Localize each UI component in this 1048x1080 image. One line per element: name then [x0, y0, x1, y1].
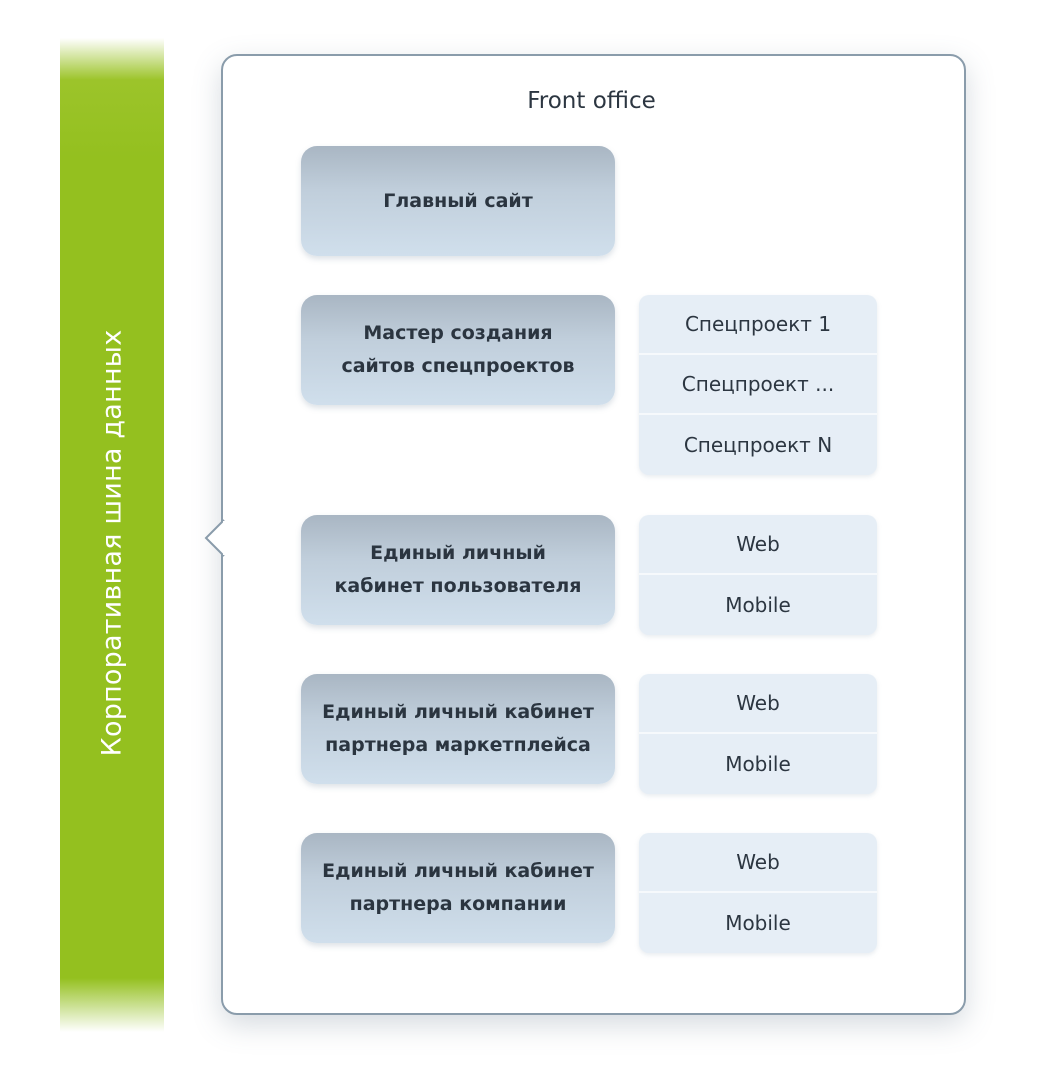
list-item: Web	[639, 674, 877, 734]
company-partner-platforms: Web Mobile	[639, 833, 877, 953]
module-label: Мастер создания сайтов спецпроектов	[341, 322, 575, 377]
list-item: Спецпроект 1	[639, 295, 877, 355]
module-label: Главный сайт	[383, 189, 533, 212]
module-main-site: Главный сайт	[301, 146, 615, 256]
list-item: Спецпроект N	[683, 433, 833, 457]
list-item: Mobile	[725, 752, 791, 776]
module-label: Единый личный кабинет пользователя	[334, 542, 582, 597]
list-item: Mobile	[725, 911, 791, 935]
module-user-account: Единый личный кабинет пользователя	[301, 515, 615, 625]
list-item: Web	[639, 833, 877, 893]
data-bus-bar	[60, 38, 164, 1032]
panel-pointer-icon	[204, 519, 226, 557]
module-company-partner-account: Единый личный кабинет партнера компании	[301, 833, 615, 943]
special-projects-list: Спецпроект 1 Спецпроект ... Спецпроект N	[639, 295, 877, 475]
list-item: Спецпроект ...	[639, 355, 877, 415]
user-account-platforms: Web Mobile	[639, 515, 877, 635]
list-item: Web	[639, 515, 877, 575]
module-label: Единый личный кабинет партнера компании	[322, 860, 594, 915]
list-item: Mobile	[725, 593, 791, 617]
data-bus-label: Корпоративная шина данных	[96, 329, 128, 757]
module-label: Единый личный кабинет партнера маркетпле…	[322, 701, 594, 756]
panel-title: Front office	[527, 88, 656, 114]
marketplace-partner-platforms: Web Mobile	[639, 674, 877, 794]
module-marketplace-partner-account: Единый личный кабинет партнера маркетпле…	[301, 674, 615, 784]
module-special-projects-wizard: Мастер создания сайтов спецпроектов	[301, 295, 615, 405]
